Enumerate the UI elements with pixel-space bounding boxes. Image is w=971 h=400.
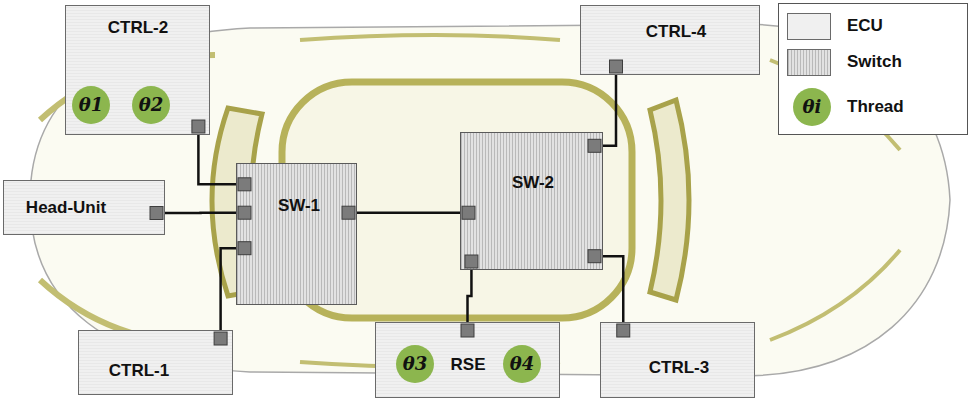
- thread-label: θ1: [79, 95, 104, 115]
- link-line: [198, 135, 236, 184]
- port-square: [238, 178, 251, 191]
- network-link: [603, 75, 616, 146]
- legend-text: Thread: [847, 97, 904, 117]
- node-label: Head-Unit: [26, 199, 106, 218]
- port-square: [617, 324, 630, 337]
- ecu-box: CTRL-1: [78, 330, 233, 395]
- ecu-box: θ3 θ4 RSE: [375, 322, 560, 398]
- legend: ECU Switch θi Thread: [778, 3, 968, 135]
- port-square: [238, 242, 251, 255]
- switch-sample: [787, 49, 831, 76]
- side-line: [300, 35, 560, 40]
- network-link: [198, 135, 236, 184]
- ecu-box: CTRL-3: [600, 322, 755, 398]
- network-link: [603, 256, 623, 322]
- link-line: [468, 270, 472, 322]
- port-square: [238, 206, 251, 219]
- thread-sample: θi: [793, 88, 831, 126]
- link-line: [603, 75, 616, 146]
- link-line: [165, 211, 236, 214]
- trunk-line: [770, 250, 900, 340]
- port-square: [588, 250, 601, 263]
- link-line: [221, 248, 236, 330]
- thread-label: θ2: [139, 95, 164, 115]
- thread-circle: θ1: [72, 86, 110, 124]
- port-square: [150, 207, 163, 220]
- port-square: [214, 332, 227, 345]
- network-link: [357, 212, 460, 213]
- port-square: [588, 139, 601, 152]
- link-line: [357, 211, 460, 214]
- node-label: SW-1: [278, 197, 320, 216]
- network-link: [468, 270, 472, 322]
- ecu-sample: [787, 13, 831, 40]
- ecu-box: θ1 θ2 CTRL-2: [65, 5, 210, 135]
- ecu-box: CTRL-4: [580, 5, 760, 75]
- thread-circle: θ4: [503, 345, 541, 383]
- thread-circle: θ3: [396, 345, 434, 383]
- thread-label: θ3: [403, 354, 428, 374]
- port-square: [342, 206, 355, 219]
- link-line: [603, 256, 623, 322]
- thread-circle: θ2: [132, 86, 170, 124]
- network-link: [165, 212, 236, 213]
- node-label: CTRL-1: [109, 362, 169, 381]
- node-label: SW-2: [512, 174, 554, 193]
- port-square: [610, 60, 623, 73]
- port-square: [465, 255, 478, 268]
- node-label: CTRL-4: [646, 23, 706, 42]
- ecu-box: Head-Unit: [3, 180, 165, 235]
- node-label: RSE: [451, 356, 486, 375]
- port-square: [461, 324, 474, 337]
- switch-box: SW-2: [460, 132, 603, 270]
- node-label: CTRL-2: [108, 19, 168, 38]
- node-label: CTRL-3: [649, 359, 709, 378]
- legend-text: Switch: [847, 52, 902, 72]
- thread-symbol: θi: [803, 97, 822, 117]
- thread-label: θ4: [510, 354, 535, 374]
- rear-window: [650, 100, 689, 300]
- switch-box: SW-1: [236, 163, 357, 305]
- legend-text: ECU: [847, 16, 883, 36]
- network-link: [221, 248, 236, 330]
- port-square: [192, 120, 205, 133]
- port-square: [462, 206, 475, 219]
